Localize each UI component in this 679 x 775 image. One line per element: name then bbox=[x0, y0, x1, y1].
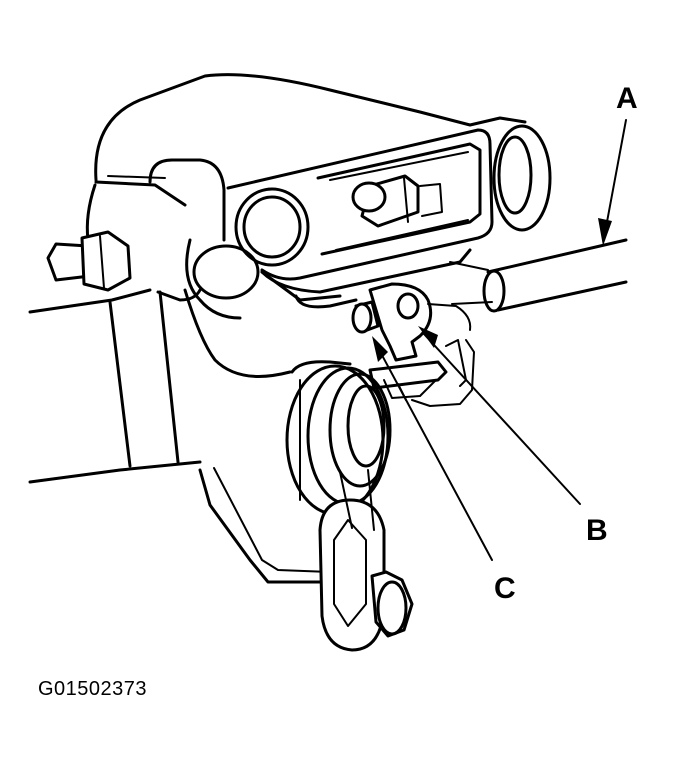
shift-lever bbox=[351, 282, 472, 362]
callout-label-a: A bbox=[616, 82, 638, 115]
lower-linkage bbox=[285, 360, 414, 652]
mounting-bolt bbox=[46, 230, 132, 292]
lower-bracket bbox=[260, 248, 472, 309]
pivot-pin bbox=[351, 174, 443, 228]
cover-plate bbox=[226, 124, 552, 281]
callout-leader-a bbox=[598, 119, 627, 246]
transmission-housing bbox=[85, 73, 527, 584]
callout-leader-c bbox=[372, 336, 493, 561]
callout-leader-b bbox=[418, 326, 581, 505]
callout-label-b: B bbox=[586, 514, 608, 547]
left-shaft bbox=[28, 288, 202, 484]
callout-label-c: C bbox=[494, 572, 516, 605]
figure-id: G01502373 bbox=[38, 678, 148, 700]
housing-bosses bbox=[148, 158, 310, 320]
shift-rod bbox=[449, 238, 628, 313]
